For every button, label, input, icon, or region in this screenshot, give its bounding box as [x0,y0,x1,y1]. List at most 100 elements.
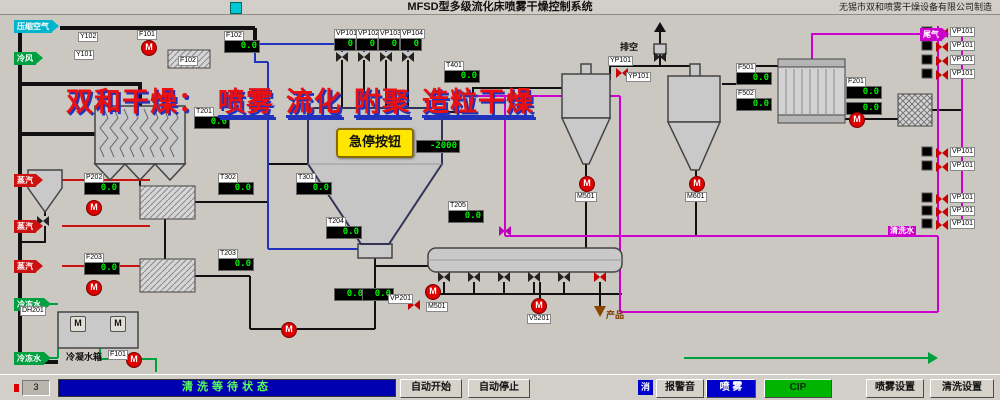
display-T401: 0.0 [444,70,480,83]
spray-button[interactable]: 喷 雾 [706,379,756,398]
valve-icon[interactable] [402,52,414,62]
equipment-label: 清洗水 [888,226,916,236]
equipment-label: VP101 [950,27,976,37]
auto-stop-button[interactable]: 自动停止 [468,379,530,398]
valve-icon[interactable] [654,52,666,62]
pump-icon[interactable]: M [425,284,441,300]
equipment-label: 排空 [620,42,639,52]
equipment-label: 冷凝水箱 [66,352,103,362]
flow-arrow: 蒸汽 [14,260,43,273]
valve-icon[interactable] [498,272,510,282]
equipment-label: VP101 [950,206,976,216]
valve-icon[interactable] [936,207,948,217]
valve-icon[interactable] [936,194,948,204]
mute-indicator: 消 [638,380,653,395]
display-T205: 0.0 [448,210,484,223]
equipment-label: Y101 [74,50,95,60]
spray-settings-button[interactable]: 喷雾设置 [866,379,924,398]
flow-arrow: 冷冻水 [14,352,51,365]
display-label: T205 [448,201,468,211]
display-value: 0.0 [846,102,882,115]
flow-arrow: 蒸汽 [14,220,43,233]
display-F203: 0.0 [84,262,120,275]
valve-icon[interactable] [558,272,570,282]
valve-icon[interactable] [468,272,480,282]
control-bar: 3 清洗等待状态 自动开始 自动停止 消 报警音 喷 雾 CIP 喷雾设置 清洗… [0,374,1000,400]
display-F502: 0.0 [736,98,772,111]
display-label: F203 [84,253,104,263]
display-T204: 0.0 [326,226,362,239]
pump-icon[interactable]: M [849,112,865,128]
pump-label: M501 [575,192,597,202]
pump-icon[interactable]: M [70,316,86,332]
valve-icon[interactable] [336,52,348,62]
display-label: F102 [224,31,244,41]
flow-arrow: 冷风 [14,52,43,65]
valve-icon[interactable] [594,272,606,282]
pump-label: V5201 [527,314,552,324]
pump-icon[interactable]: M [531,298,547,314]
valve-icon[interactable] [438,272,450,282]
equipment-label: VP101 [950,41,976,51]
pump-icon[interactable]: M [86,280,102,296]
flow-arrow: 尾气 [920,28,949,41]
equipment-label: Y102 [78,32,99,42]
equipment-label: VP101 [950,55,976,65]
valve-icon[interactable] [936,56,948,66]
display-T302: 0.0 [218,182,254,195]
pump-icon[interactable]: M [86,200,102,216]
titlebar-icon [230,2,242,14]
display-VP101: 0 [334,38,356,51]
display-label: F502 [736,89,756,99]
alarm-mute-button[interactable]: 报警音 [656,379,704,398]
cip-button[interactable]: CIP [764,379,832,398]
valve-icon[interactable] [936,220,948,230]
equipment-label: VP101 [950,147,976,157]
valve-icon[interactable] [616,68,628,78]
emergency-stop-button[interactable]: 急停按钮 [336,128,414,158]
pump-icon[interactable]: M [689,176,705,192]
equipment-label: YP101 [626,72,652,82]
pump-icon[interactable]: M [110,316,126,332]
pump-icon[interactable]: M [126,352,142,368]
valve-icon[interactable] [528,272,540,282]
display-F201: 0.0 [846,86,882,99]
display-F501: 0.0 [736,72,772,85]
valve-icon[interactable] [936,42,948,52]
pump-label: F101 [137,30,157,40]
display-F102: 0.0 [224,40,260,53]
valve-icon[interactable] [380,52,392,62]
valve-icon[interactable] [936,148,948,158]
page-title: MFSD型多级流化床喷雾干燥控制系统 [407,1,593,13]
display-label: T201 [194,107,214,117]
display-label: T401 [444,61,464,71]
status-bar: 清洗等待状态 [58,379,396,397]
equipment-label: F101 [108,350,128,360]
pump-icon[interactable]: M [579,176,595,192]
valve-icon[interactable] [408,300,420,310]
equipment-label: VP101 [950,69,976,79]
display-VP104: 0 [400,38,422,51]
valve-icon[interactable] [499,226,511,236]
flow-arrow: 压缩空气 [14,20,59,33]
title-bar: MFSD型多级流化床喷雾干燥控制系统 无锡市双和喷雾干燥设备有限公司制造 [0,0,1000,15]
display-value: 0.0 [334,288,366,301]
pump-icon[interactable]: M [281,322,297,338]
display-T203: 0.0 [218,258,254,271]
valve-icon[interactable] [936,162,948,172]
flow-arrow: 蒸汽 [14,174,43,187]
equipment-label: VP101 [950,193,976,203]
equipment-label: VP101 [950,161,976,171]
wash-settings-button[interactable]: 清洗设置 [930,379,994,398]
equipment-label: YP101 [608,56,634,66]
equipment-label: F102 [178,56,198,66]
display-P202: 0.0 [84,182,120,195]
auto-start-button[interactable]: 自动开始 [400,379,462,398]
pump-icon[interactable]: M [141,40,157,56]
valve-icon[interactable] [936,70,948,80]
manufacturer-label: 无锡市双和喷雾干燥设备有限公司制造 [838,2,992,12]
valve-icon[interactable] [358,52,370,62]
display-label: F201 [846,77,866,87]
